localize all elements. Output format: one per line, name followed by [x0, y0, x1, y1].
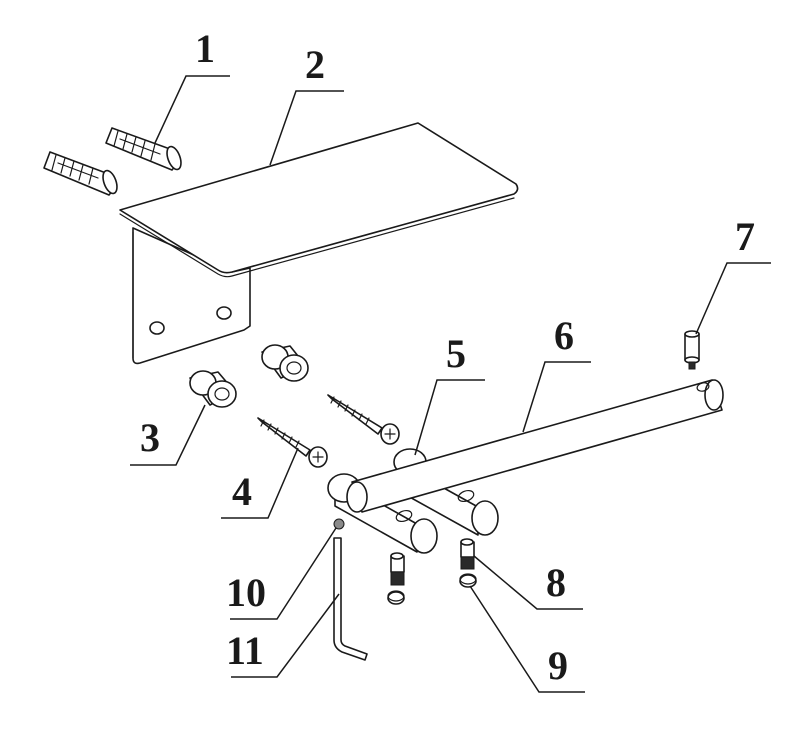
wall-screw-upper: [327, 394, 400, 445]
callout-3: 3: [140, 415, 160, 460]
anchor-lower: [43, 151, 118, 196]
end-pin: [684, 330, 700, 370]
callout-11: 11: [226, 628, 264, 673]
callout-10: 10: [226, 570, 266, 615]
leader-lines: [130, 75, 771, 693]
callout-labels: 1 2 3 4 5 6 7 8 9 10 11: [140, 26, 755, 688]
washer-right: [459, 573, 477, 588]
washer-left: [387, 590, 405, 605]
callout-9: 9: [548, 643, 568, 688]
bushing-left: [189, 370, 237, 408]
callout-8: 8: [546, 560, 566, 605]
set-screw-left: [390, 552, 405, 586]
shelf-bracket: [119, 122, 519, 365]
bushing-right: [261, 344, 309, 382]
ball: [333, 518, 345, 530]
anchor-upper: [105, 127, 182, 171]
callout-6: 6: [554, 313, 574, 358]
callout-2: 2: [305, 42, 325, 87]
rod: [346, 379, 724, 513]
hex-key: [333, 537, 368, 661]
callout-4: 4: [232, 469, 252, 514]
set-screw-right: [460, 538, 475, 570]
callout-1: 1: [195, 26, 215, 71]
callout-7: 7: [735, 214, 755, 259]
callout-5: 5: [446, 331, 466, 376]
wall-screw-lower: [257, 417, 328, 468]
